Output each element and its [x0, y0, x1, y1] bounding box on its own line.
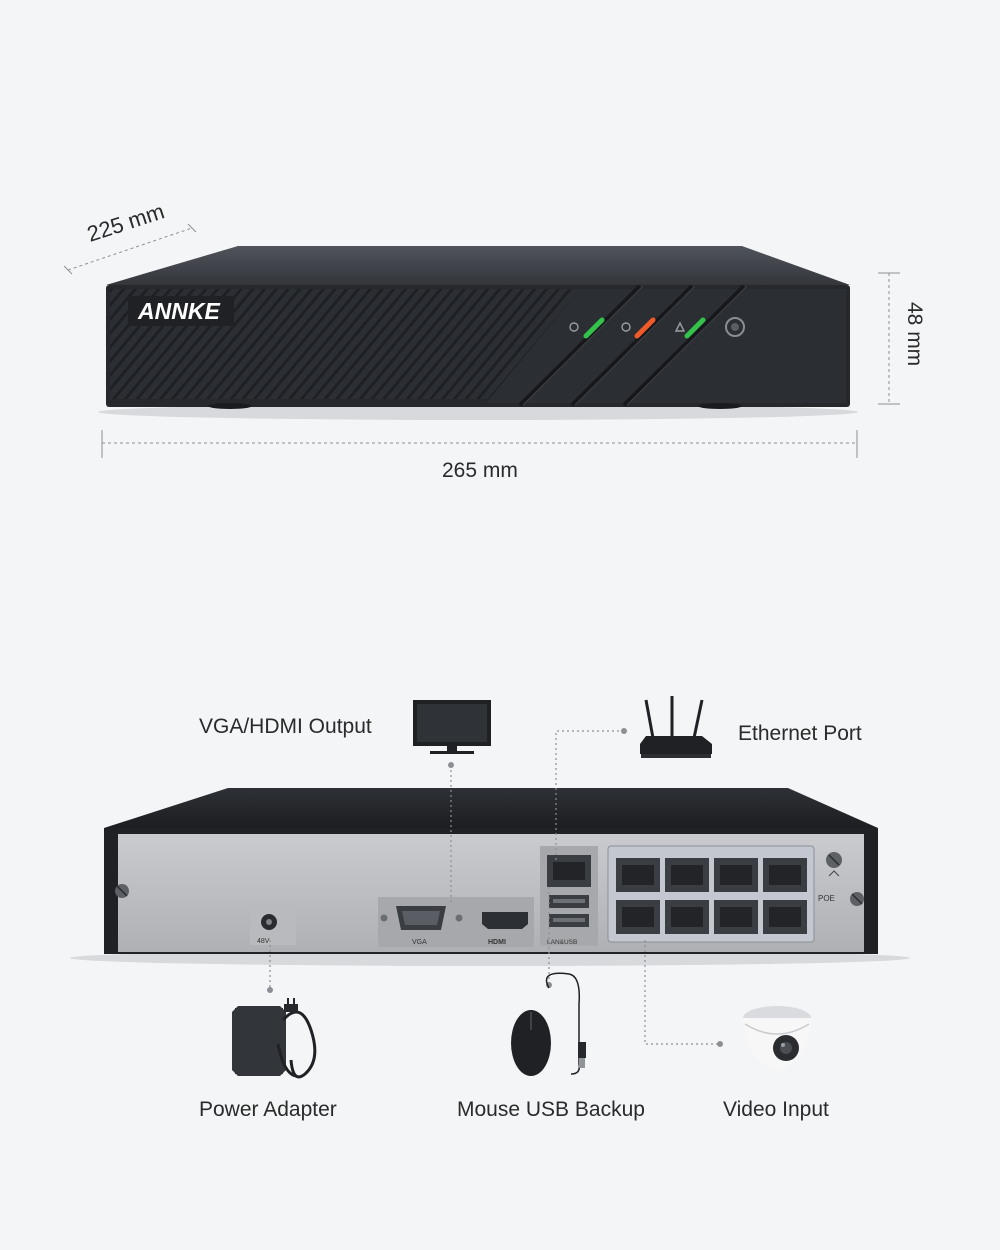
poe-port-2	[665, 858, 709, 892]
poe-port-6	[665, 900, 709, 934]
power-adapter-label: Power Adapter	[199, 1098, 337, 1121]
usb-port	[549, 895, 589, 908]
depth-dimension-line	[63, 223, 197, 275]
brand-logo: ANNKE	[137, 298, 220, 324]
lan-usb-panel: LAN&USB	[540, 846, 598, 946]
vga-hdmi-panel: VGA HDMI	[378, 897, 534, 947]
hdd-led	[621, 317, 656, 339]
video-input-label: Video Input	[723, 1098, 829, 1121]
screw-icon	[850, 892, 864, 906]
led-hdd-bar	[634, 317, 656, 339]
router-icon	[640, 696, 712, 758]
camera-icon	[743, 1006, 811, 1072]
led-power-bar	[583, 317, 605, 339]
power-adapter-icon	[232, 998, 317, 1079]
rear-nvr-device: 48V VGA HDMI	[70, 788, 910, 966]
ethernet-port-label: Ethernet Port	[738, 722, 862, 745]
power-port: 48V	[250, 905, 296, 945]
front-nvr-device: ANNKE	[98, 246, 858, 420]
network-led	[674, 317, 706, 339]
width-dimension-line	[101, 430, 858, 458]
height-dimension-line	[878, 272, 900, 405]
vga-hdmi-output-label: VGA/HDMI Output	[199, 715, 372, 738]
width-label: 265 mm	[442, 459, 518, 482]
svg-text:HDMI: HDMI	[488, 939, 506, 946]
poe-port-3	[714, 858, 758, 892]
connector-lines	[269, 730, 720, 1045]
led-network-bar	[684, 317, 706, 339]
lan-port	[547, 855, 591, 887]
mouse-icon	[511, 972, 586, 1076]
svg-text:48V: 48V	[257, 938, 270, 945]
ground-screw-icon	[826, 852, 842, 877]
poe-port-panel	[607, 845, 815, 943]
svg-text:LAN&USB: LAN&USB	[547, 939, 577, 946]
height-label: 48 mm	[903, 302, 926, 367]
ir-receiver-icon	[725, 317, 745, 337]
poe-port-1	[616, 858, 660, 892]
poe-port-7	[714, 900, 758, 934]
power-led	[569, 317, 605, 339]
hdmi-port: HDMI	[482, 912, 528, 946]
poe-port-5	[616, 900, 660, 934]
usb-port	[549, 914, 589, 927]
svg-text:VGA: VGA	[412, 939, 427, 946]
poe-port-8	[763, 900, 807, 934]
mouse-usb-backup-label: Mouse USB Backup	[457, 1098, 645, 1121]
screw-icon	[115, 884, 129, 898]
poe-port-4	[763, 858, 807, 892]
monitor-icon	[413, 700, 491, 754]
poe-label: POE	[818, 894, 835, 903]
vga-port: VGA	[380, 906, 463, 946]
